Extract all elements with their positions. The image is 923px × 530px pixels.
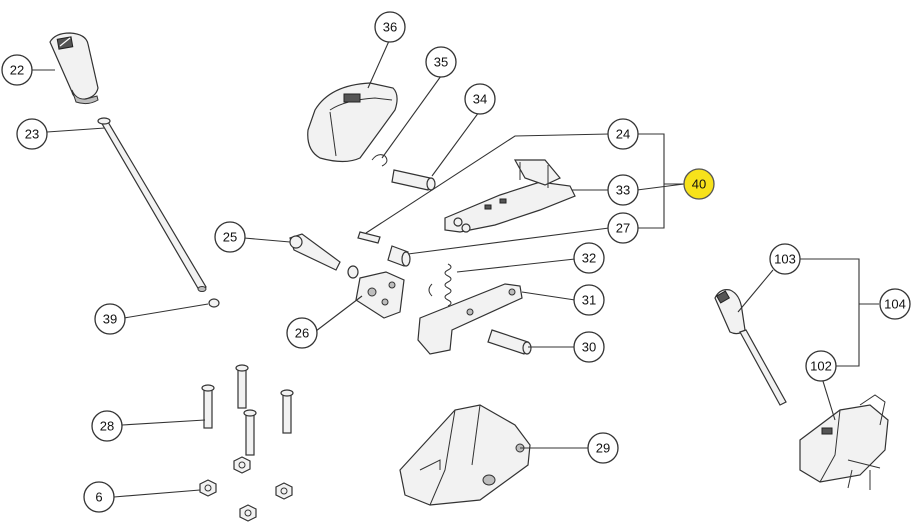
callout-39[interactable]: 39 [94,303,126,335]
svg-text:104: 104 [884,297,906,312]
callout-31[interactable]: 31 [573,284,605,316]
svg-text:29: 29 [596,441,610,456]
callout-32[interactable]: 32 [573,242,605,274]
callout-26[interactable]: 26 [286,317,318,349]
svg-text:33: 33 [616,183,630,198]
callout-24[interactable]: 24 [607,118,639,150]
part-34-pin[interactable] [391,169,436,191]
part-25-shaft[interactable] [289,233,341,271]
part-27-bushing[interactable] [387,245,411,267]
part-33-bracket[interactable] [444,159,576,233]
part-6-nuts[interactable] [199,456,293,522]
svg-text:28: 28 [100,419,114,434]
svg-text:36: 36 [383,20,397,35]
svg-text:39: 39 [103,312,117,327]
svg-text:26: 26 [295,326,309,341]
svg-text:32: 32 [582,251,596,266]
svg-text:40: 40 [692,177,706,192]
part-22-shift-knob[interactable] [49,32,99,105]
callout-30[interactable]: 30 [573,331,605,363]
callout-36[interactable]: 36 [374,11,406,43]
leader-lines [32,40,879,498]
part-29-base[interactable] [399,404,531,506]
part-24-pin[interactable] [357,231,381,244]
callout-34[interactable]: 34 [464,83,496,115]
svg-text:31: 31 [582,293,596,308]
svg-text:22: 22 [10,63,24,78]
part-26-lever-plate[interactable] [355,271,405,319]
callout-6[interactable]: 6 [83,481,115,513]
part-31-lever[interactable] [417,283,523,355]
part-102-assembly[interactable] [799,394,889,490]
callout-28[interactable]: 28 [91,410,123,442]
svg-text:6: 6 [95,490,102,505]
callout-102[interactable]: 102 [805,350,837,382]
svg-text:103: 103 [774,252,796,267]
svg-text:102: 102 [810,359,832,374]
callout-103[interactable]: 103 [769,243,801,275]
part-103-knob-rod[interactable] [714,289,787,406]
part-32-spring[interactable] [428,263,452,307]
part-39-ring[interactable] [208,298,220,308]
part-23-rod[interactable] [97,117,207,292]
part-28-bolts[interactable] [201,364,294,456]
svg-text:24: 24 [616,127,630,142]
svg-text:23: 23 [25,127,39,142]
callout-29[interactable]: 29 [587,432,619,464]
part-35-clip[interactable] [371,154,388,167]
svg-text:30: 30 [582,340,596,355]
callout-40[interactable]: 40 [683,168,715,200]
callout-104[interactable]: 104 [879,288,911,320]
svg-text:34: 34 [473,92,487,107]
callout-25[interactable]: 25 [214,221,246,253]
callout-27[interactable]: 27 [607,212,639,244]
svg-text:25: 25 [223,230,237,245]
callout-33[interactable]: 33 [607,174,639,206]
callout-23[interactable]: 23 [16,118,48,150]
svg-text:27: 27 [616,221,630,236]
callout-22[interactable]: 22 [1,54,33,86]
part-30-pin[interactable] [487,329,532,355]
svg-text:35: 35 [434,55,448,70]
part-washer[interactable] [347,265,359,279]
callout-35[interactable]: 35 [425,46,457,78]
part-36-cover[interactable] [307,82,398,163]
